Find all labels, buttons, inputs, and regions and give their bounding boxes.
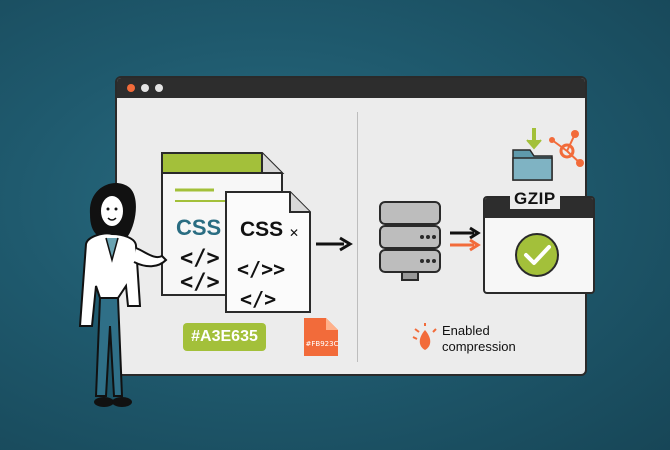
- gzip-window: [483, 196, 595, 294]
- hex-color-chip: #A3E635: [183, 323, 266, 351]
- folder-download-icon: [512, 128, 553, 181]
- css-file-card-front: [225, 191, 311, 313]
- window-minimize-dot[interactable]: [141, 84, 149, 92]
- compression-status-line-1: Enabled: [442, 323, 490, 338]
- file-card-back-heading: CSS: [176, 215, 222, 240]
- network-share-icon: [549, 130, 584, 167]
- person-legs: [94, 297, 132, 407]
- file-card-front-code-line-1: </>>: [237, 257, 286, 281]
- compression-status-line-2: compression: [442, 339, 516, 354]
- close-small-icon: ✕: [289, 226, 300, 240]
- window-maximize-dot[interactable]: [155, 84, 163, 92]
- person-illustration: [78, 183, 168, 407]
- check-circle-icon: [515, 233, 559, 277]
- gzip-title: GZIP: [510, 189, 560, 209]
- compression-status: Enabled compression: [442, 323, 516, 355]
- file-card-front-code-line-2: </>: [240, 287, 277, 311]
- file-card-front-heading: CSS: [240, 218, 284, 241]
- window-close-dot[interactable]: [127, 84, 135, 92]
- panel-divider: [357, 112, 358, 362]
- file-badge-label: #FB923C: [305, 340, 339, 348]
- file-card-back-code-line-1: </>: [180, 246, 220, 271]
- window-titlebar: [117, 78, 585, 98]
- server-stack-icon: [379, 201, 441, 281]
- person-body: [78, 232, 168, 327]
- file-badge-icon: [304, 318, 338, 356]
- flame-icon: [412, 323, 437, 350]
- person-face: [99, 194, 125, 228]
- arrow-right-icon: [316, 236, 353, 252]
- arrow-to-gzip-icon: [450, 226, 481, 252]
- file-card-back-code-line-2: </>: [180, 270, 220, 295]
